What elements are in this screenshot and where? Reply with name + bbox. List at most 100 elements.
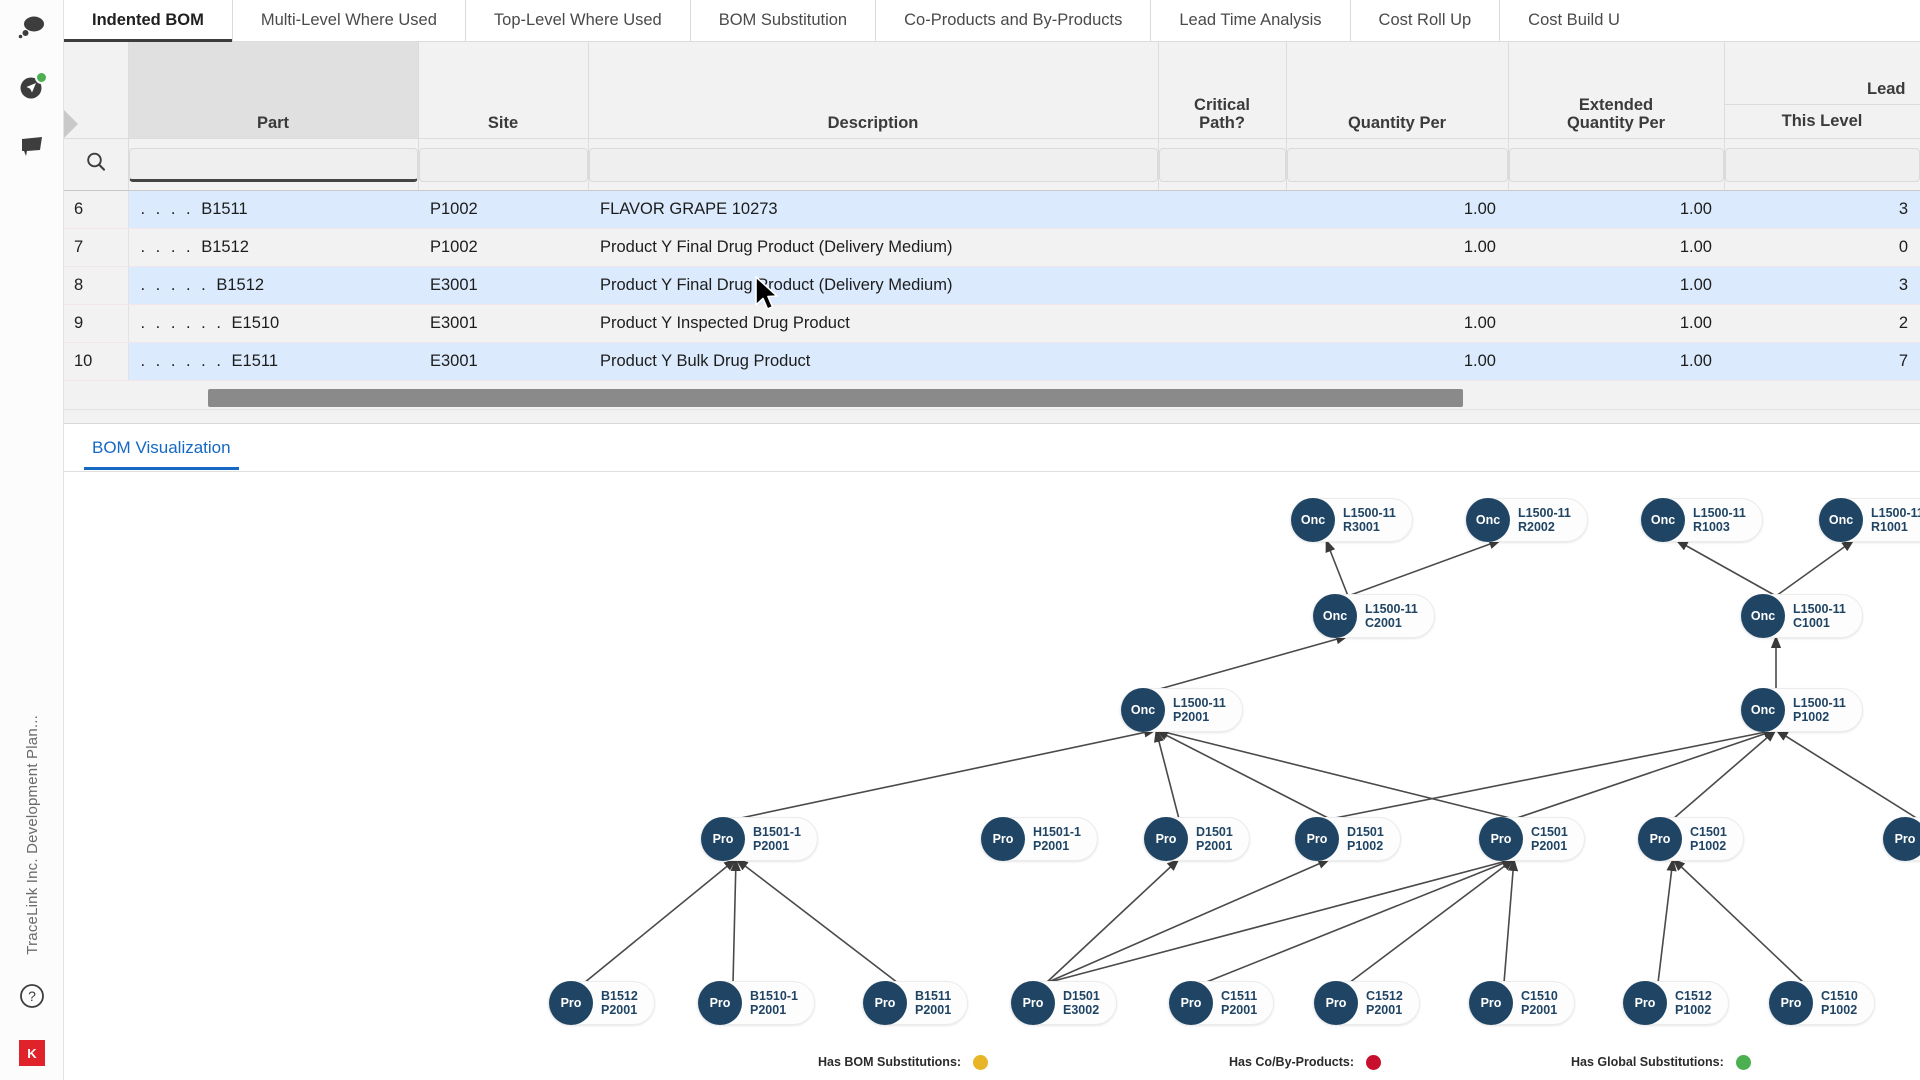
cell-description: Product Y Final Drug Product (Delivery M… [588, 228, 1158, 267]
comment-flag-icon[interactable] [15, 128, 49, 162]
column-header-quantity-per[interactable]: Quantity Per [1286, 42, 1509, 139]
tab-top-level-where-used[interactable]: Top-Level Where Used [466, 0, 691, 41]
node-type-badge: Pro [1479, 817, 1523, 861]
node-type-badge: Pro [549, 981, 593, 1025]
tab-label: Cost Build U [1528, 11, 1620, 29]
grid-scrollbar-thumb[interactable] [208, 389, 1463, 407]
column-header-extended-quantity-per[interactable]: Extended Quantity Per [1508, 42, 1725, 139]
bom-edge [1775, 539, 1855, 597]
column-header-site[interactable]: Site [418, 42, 589, 139]
filter-cell-extended-quantity-per[interactable] [1508, 138, 1725, 191]
bom-edge [1672, 858, 1805, 984]
filter-input-lead-time[interactable] [1724, 147, 1920, 182]
cell-site: E3001 [418, 342, 588, 381]
node-part-label: B1510-1 [750, 989, 798, 1003]
tab-cost-build-u[interactable]: Cost Build U [1500, 0, 1648, 41]
column-filter-row [64, 138, 1920, 191]
search-icon [86, 152, 105, 171]
tab-multi-level-where-used[interactable]: Multi-Level Where Used [233, 0, 466, 41]
bom-edge [730, 858, 741, 984]
node-type-badge: Pro [1144, 817, 1188, 861]
filter-cell-site[interactable] [418, 138, 589, 191]
column-header-description-label: Description [827, 113, 919, 132]
filter-cell-critical-path[interactable] [1158, 138, 1287, 191]
grid-search-button[interactable] [64, 138, 129, 191]
navigation-arrow-icon[interactable] [15, 70, 49, 104]
bom-node[interactable]: ProC1501P2002 [1882, 817, 1920, 861]
cell-site: E3001 [418, 266, 588, 305]
filter-input-quantity-per[interactable] [1286, 147, 1508, 182]
tab-bom-visualization[interactable]: BOM Visualization [84, 438, 239, 470]
column-header-part[interactable]: Part [128, 42, 419, 139]
node-part-label: C1501 [1531, 825, 1568, 839]
bom-edge [1657, 858, 1677, 984]
row-number-header[interactable] [64, 42, 129, 139]
chat-bubble-icon[interactable] [15, 12, 49, 46]
tab-bom-substitution[interactable]: BOM Substitution [691, 0, 877, 41]
filter-cell-quantity-per[interactable] [1286, 138, 1509, 191]
tab-indented-bom[interactable]: Indented BOM [64, 0, 233, 42]
column-header-critical-path[interactable]: Critical Path? [1158, 42, 1287, 139]
filter-cell-part[interactable] [128, 138, 419, 191]
tab-co-products-and-by-products[interactable]: Co-Products and By-Products [876, 0, 1152, 41]
node-type-badge: Onc [1819, 498, 1863, 542]
brand-logo[interactable]: K [19, 1040, 45, 1066]
cell-site: E3001 [418, 304, 588, 343]
node-site-label: P2001 [1221, 1003, 1258, 1017]
column-header-lead-time[interactable]: Lead This Level [1724, 42, 1920, 139]
tab-cost-roll-up[interactable]: Cost Roll Up [1351, 0, 1501, 41]
help-icon[interactable]: ? [19, 983, 45, 1014]
node-type-badge: Pro [698, 981, 742, 1025]
cell-description: Product Y Bulk Drug Product [588, 342, 1158, 381]
filter-cell-lead-time[interactable] [1724, 138, 1920, 191]
filter-cell-description[interactable] [588, 138, 1159, 191]
tab-lead-time-analysis[interactable]: Lead Time Analysis [1151, 0, 1351, 41]
node-site-label: P2001 [1196, 839, 1233, 853]
column-header-lead-label: Lead [1866, 79, 1906, 98]
filter-input-site[interactable] [418, 147, 588, 182]
part-indent: . . . . [140, 238, 202, 256]
graph-legend: Has BOM Substitutions:Has Co/By-Products… [64, 1050, 1920, 1074]
grid-horizontal-scrollbar[interactable] [128, 389, 1920, 407]
node-site-label: R1001 [1871, 520, 1908, 534]
filter-input-critical-path[interactable] [1158, 147, 1286, 182]
node-part-label: H1501-1 [1033, 825, 1081, 839]
node-part-label: C1510 [1521, 989, 1558, 1003]
column-header-description[interactable]: Description [588, 42, 1159, 139]
filter-input-extended-quantity-per[interactable] [1508, 147, 1724, 182]
filter-input-part[interactable] [128, 147, 418, 182]
filter-input-description[interactable] [588, 147, 1158, 182]
